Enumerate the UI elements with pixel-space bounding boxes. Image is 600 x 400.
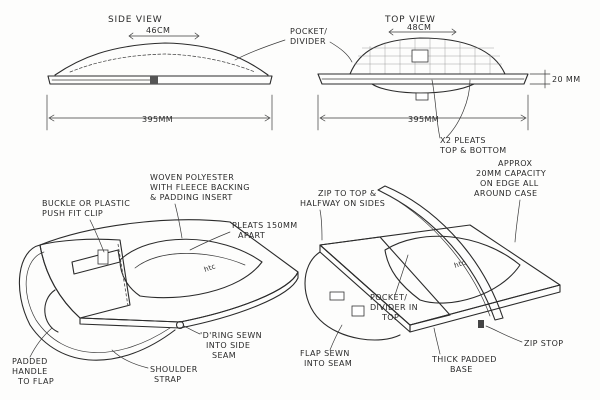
top-dome-dimension: 48CM <box>407 23 431 32</box>
svg-text:htc: htc <box>203 262 217 274</box>
svg-text:BASE: BASE <box>450 365 473 374</box>
side-dome-dimension: 46CM <box>146 26 170 35</box>
svg-text:DIVIDER IN: DIVIDER IN <box>370 303 418 312</box>
pocket-divider-in-top-label: POCKET/ DIVIDER IN TOP <box>370 254 418 322</box>
svg-text:'D'RING SEWN: 'D'RING SEWN <box>200 331 262 340</box>
pleats-note-line2: TOP & BOTTOM <box>439 146 507 155</box>
svg-text:htc: htc <box>453 259 467 270</box>
open-case-drawing: htc <box>304 185 561 341</box>
svg-text:SHOULDER: SHOULDER <box>150 365 198 374</box>
top-width-dimension: 395MM <box>408 115 439 124</box>
svg-text:WOVEN POLYESTER: WOVEN POLYESTER <box>150 173 234 182</box>
svg-text:HALFWAY ON SIDES: HALFWAY ON SIDES <box>300 199 385 208</box>
closed-case-drawing: htc <box>18 219 299 361</box>
side-width-dimension: 395MM <box>142 115 173 124</box>
svg-text:ZIP STOP: ZIP STOP <box>524 339 564 348</box>
side-view-drawing: SIDE VIEW 46CM 395MM <box>46 15 273 131</box>
svg-text:INTO SIDE: INTO SIDE <box>206 341 250 350</box>
capacity-label: APPROX 20MM CAPACITY ON EDGE ALL AROUND … <box>474 159 546 243</box>
svg-text:FLAP SEWN: FLAP SEWN <box>300 349 350 358</box>
pleats-note-line1: X2 PLEATS <box>440 136 486 145</box>
svg-text:TO FLAP: TO FLAP <box>17 377 54 386</box>
svg-text:PUSH FIT CLIP: PUSH FIT CLIP <box>42 209 103 218</box>
svg-text:SEAM: SEAM <box>212 351 236 360</box>
svg-text:POCKET/: POCKET/ <box>290 27 327 36</box>
top-view-drawing: TOP VIEW 48CM 20 MM 395M <box>317 15 581 155</box>
svg-text:PADDED: PADDED <box>12 357 48 366</box>
svg-text:APPROX: APPROX <box>498 159 532 168</box>
flap-sewn-label: FLAP SEWN INTO SEAM <box>300 324 352 368</box>
padded-handle-label: PADDED HANDLE TO FLAP <box>12 327 54 386</box>
pleats-apart-label: PLEATS 150MM APART <box>189 221 298 251</box>
svg-text:HANDLE: HANDLE <box>12 367 48 376</box>
svg-text:INTO SEAM: INTO SEAM <box>304 359 352 368</box>
zip-to-top-label: ZIP TO TOP & HALFWAY ON SIDES <box>300 189 385 241</box>
svg-text:THICK PADDED: THICK PADDED <box>431 355 497 364</box>
thickness-dimension: 20 MM <box>552 75 581 84</box>
side-view-title: SIDE VIEW <box>108 15 162 25</box>
svg-text:PLEATS 150MM: PLEATS 150MM <box>232 221 298 230</box>
svg-text:BUCKLE OR PLASTIC: BUCKLE OR PLASTIC <box>42 199 130 208</box>
svg-text:AROUND CASE: AROUND CASE <box>474 189 537 198</box>
woven-polyester-label: WOVEN POLYESTER WITH FLEECE BACKING & PA… <box>150 173 250 239</box>
svg-text:& PADDING INSERT: & PADDING INSERT <box>150 193 233 202</box>
pocket-divider-label: POCKET/ DIVIDER <box>234 27 353 63</box>
svg-text:ZIP TO TOP &: ZIP TO TOP & <box>318 189 377 198</box>
d-ring-label: 'D'RING SEWN INTO SIDE SEAM <box>183 325 262 360</box>
svg-text:POCKET/: POCKET/ <box>370 293 407 302</box>
shoulder-strap-label: SHOULDER STRAP <box>111 349 198 384</box>
buckle-clip-label: BUCKLE OR PLASTIC PUSH FIT CLIP <box>42 199 130 253</box>
svg-text:STRAP: STRAP <box>154 375 182 384</box>
svg-text:APART: APART <box>238 231 265 240</box>
zip-stop-label: ZIP STOP <box>485 325 564 348</box>
top-view-title: TOP VIEW <box>384 15 436 25</box>
thick-padded-base-label: THICK PADDED BASE <box>431 327 497 374</box>
svg-text:ON EDGE ALL: ON EDGE ALL <box>480 179 539 188</box>
svg-text:TOP: TOP <box>381 313 399 322</box>
svg-text:WITH FLEECE BACKING: WITH FLEECE BACKING <box>150 183 250 192</box>
svg-text:20MM CAPACITY: 20MM CAPACITY <box>476 169 546 178</box>
svg-text:DIVIDER: DIVIDER <box>290 37 326 46</box>
